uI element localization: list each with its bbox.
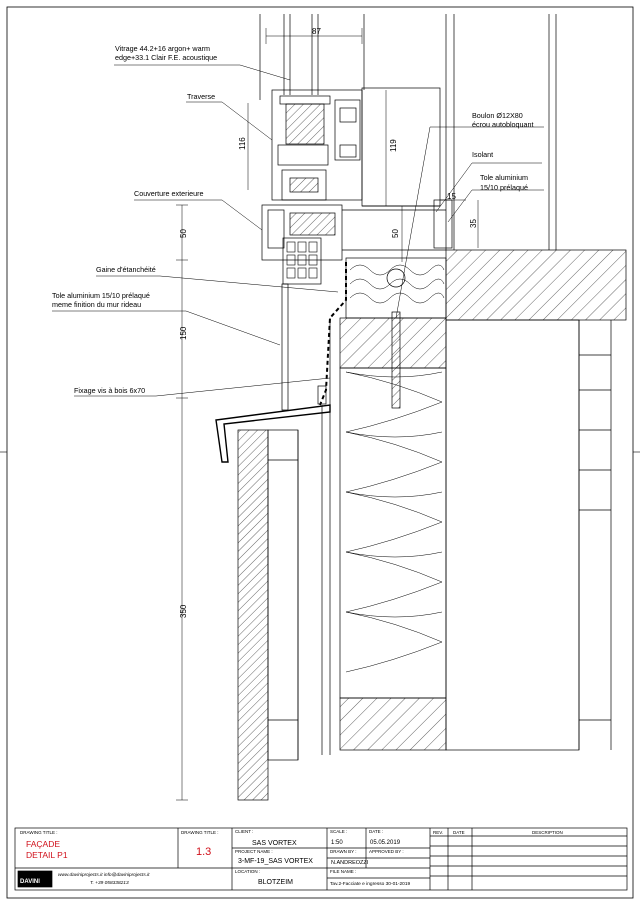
curtain-wall-structure [259,14,557,411]
rev-label: REV. [433,830,443,835]
drawing-title-line2: DETAIL P1 [26,850,68,860]
file-value: Tav.2-Facciate e ingresso 30-01-2019 [330,881,411,887]
sheet-annotation-line2: meme finition du mur rideau [52,300,141,309]
location-label: LOCATION : [235,869,260,874]
description-label: DESCRIPTION [532,830,563,835]
insulation-annotation: Isolant [472,150,493,159]
drawn-label: DRAWN BY : [330,849,357,854]
dimension-lines [176,28,479,801]
sheet-border [6,6,634,899]
date-value: 05.05.2019 [370,840,401,846]
alu-annotation-line2: 15/10 prélaqué [480,183,528,192]
alu-annotation-line1: Tole aluminium [480,173,528,182]
project-value: 3-MF-19_SAS VORTEX [238,858,313,865]
drawn-value: N.ANDREOZZI [331,860,369,866]
slab-section [215,249,627,801]
transom-annotation: Traverse [187,92,215,101]
bolt-annotation-line1: Boulon Ø12X80 [472,111,523,120]
dimension-87: 87 [312,27,321,36]
dimension-15: 15 [447,192,456,201]
seal-sleeve-annotation: Gaine d'étanchéité [96,265,156,274]
dimension-35: 35 [469,219,478,228]
drawing-number: 1.3 [196,846,211,858]
screw-fix-annotation: Fixage vis à bois 6x70 [74,386,145,395]
drawing-title-line1: FAÇADE [26,839,60,849]
location-value: BLOTZEIM [258,879,293,886]
dimension-119: 119 [389,139,398,152]
sheet-annotation-line1: Tole aluminium 15/10 prélaqué [52,291,150,300]
scale-label: SCALE : [330,829,347,834]
leader-lines [52,64,544,397]
scale-value: 1:50 [331,840,343,846]
title-block [14,827,628,891]
company-logo: DAVINI [20,879,40,885]
dimension-116: 116 [238,137,247,150]
client-value: SAS VORTEX [252,840,297,847]
approved-label: APPROVED BY : [369,849,404,854]
file-label: FILE NAME : [330,869,356,874]
glazing-annotation-line1: Vitrage 44.2+16 argon+ warm [115,44,210,53]
outer-cover-annotation: Couverture exterieure [134,189,204,198]
company-contact: www.daviniprojects.it info@daviniproject… [58,872,150,878]
company-phone: T. +39 058338213 [90,880,129,886]
glazing-annotation-line2: edge+33.1 Clair F.E. acoustique [115,53,217,62]
drawing-title-label: DRAWING TITLE : [20,830,58,835]
project-label: PROJECT NAME : [235,849,273,854]
dimension-350: 350 [179,604,188,618]
dimension-50-mid: 50 [391,229,400,238]
dimension-150: 150 [179,326,188,340]
rev-date-label: DATE [453,830,465,835]
dimension-50-left: 50 [179,229,188,238]
bolt-annotation-line2: écrou autobloquant [472,120,534,129]
date-label: DATE : [369,829,383,834]
drawing-no-label: DRAWING TITLE : [181,830,219,835]
client-label: CLIENT : [235,829,253,834]
